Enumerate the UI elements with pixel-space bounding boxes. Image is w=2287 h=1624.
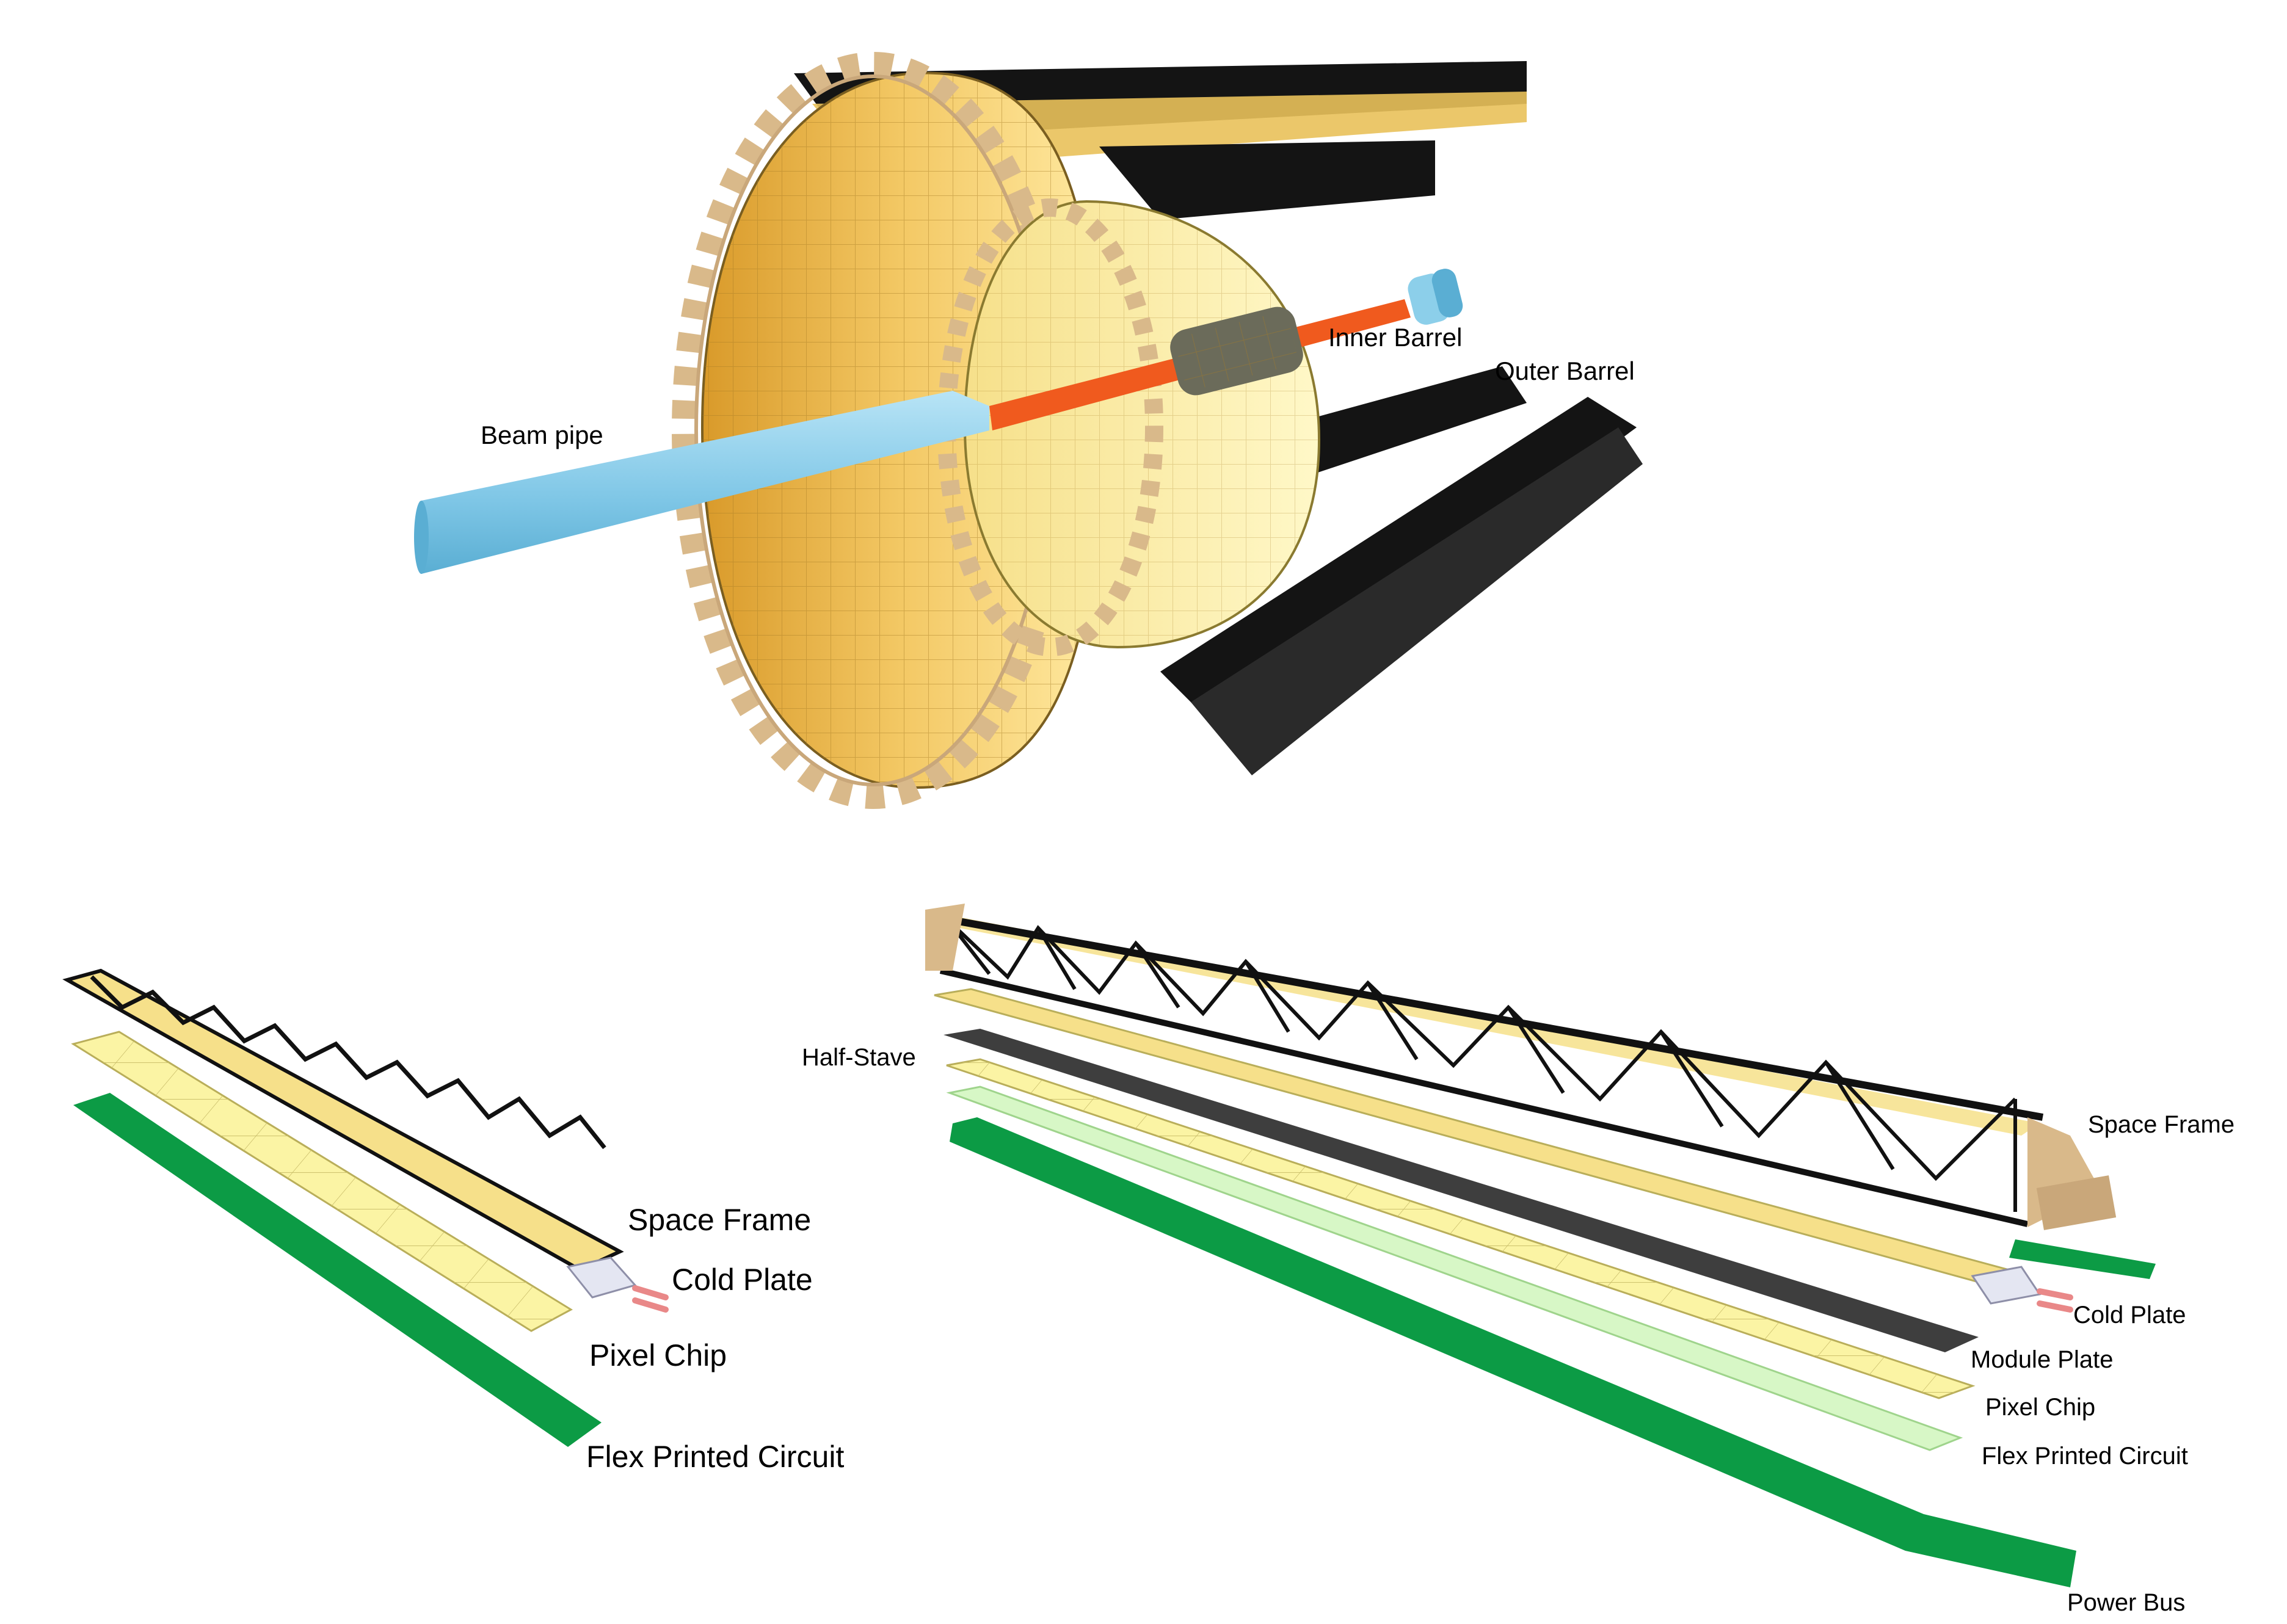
- ib-cold-plate: [566, 1256, 669, 1313]
- ib-space-frame: [62, 968, 624, 1272]
- ob-space-frame: [925, 904, 2117, 1230]
- label-outer-barrel: Outer Barrel: [1495, 357, 1635, 385]
- ob-half-stave: Half-Stave Space Frame Cold Plate Module…: [802, 904, 2234, 1616]
- inner-barrel: [1170, 306, 1303, 396]
- label-ob-pixel-chip: Pixel Chip: [1985, 1394, 2095, 1421]
- beam-pipe: [414, 269, 1463, 574]
- ob-power-bus-strip: [950, 1117, 2076, 1587]
- detector-barrel: Inner Barrel Outer Barrel Beam pipe: [414, 52, 1643, 809]
- label-ob-cold-plate: Cold Plate: [2073, 1302, 2186, 1329]
- ob-module-plate-strip: [944, 1029, 1979, 1352]
- label-ib-space-frame: Space Frame: [628, 1203, 811, 1237]
- ob-cold-plate: [1971, 1266, 2073, 1313]
- label-ob-space-frame: Space Frame: [2088, 1111, 2234, 1138]
- ob-fpc-strip: [946, 1086, 1963, 1451]
- label-ob-fpc: Flex Printed Circuit: [1982, 1443, 2188, 1470]
- label-ob-module-plate: Module Plate: [1971, 1346, 2113, 1373]
- label-ib-pixel-chip: Pixel Chip: [589, 1338, 727, 1372]
- ib-fpc-strip: [73, 1093, 602, 1447]
- ib-stave: Space Frame Cold Plate Pixel Chip Flex P…: [62, 968, 844, 1474]
- label-ob-half-stave: Half-Stave: [802, 1044, 916, 1071]
- label-inner-barrel: Inner Barrel: [1328, 323, 1462, 352]
- label-ib-cold-plate: Cold Plate: [672, 1263, 813, 1297]
- label-ib-fpc: Flex Printed Circuit: [586, 1440, 844, 1474]
- label-beam-pipe: Beam pipe: [481, 421, 603, 449]
- label-ob-power-bus: Power Bus: [2067, 1589, 2185, 1616]
